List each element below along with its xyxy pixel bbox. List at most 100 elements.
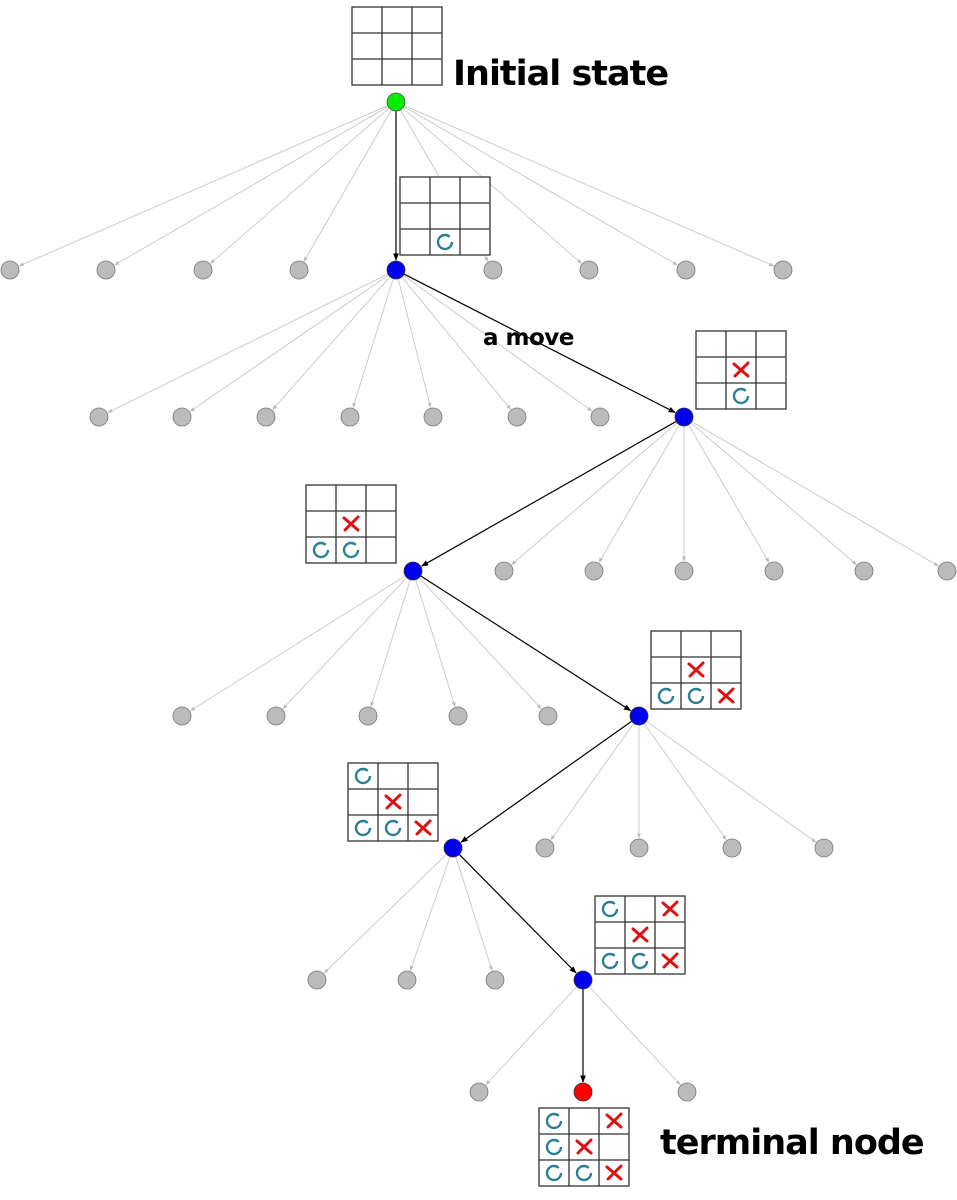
edge	[370, 579, 411, 707]
unexplored-node	[397, 970, 417, 990]
unexplored-node	[579, 260, 599, 280]
unexplored-node	[172, 407, 192, 427]
edge	[598, 424, 680, 563]
x-mark	[384, 793, 402, 810]
a-move-label: a move	[483, 325, 574, 351]
o-mark	[545, 1112, 563, 1130]
path-node	[386, 260, 406, 280]
board-level2	[695, 330, 787, 410]
unexplored-node	[722, 838, 742, 858]
unexplored-node	[340, 407, 360, 427]
o-mark	[601, 952, 619, 970]
o-mark	[545, 1164, 563, 1182]
unexplored-node	[507, 407, 527, 427]
o-mark	[575, 1164, 593, 1182]
edge	[401, 276, 512, 410]
edge	[282, 577, 408, 710]
x-mark	[605, 1112, 623, 1129]
o-mark	[657, 687, 675, 705]
unexplored-node	[448, 706, 468, 726]
edge	[352, 278, 394, 408]
x-mark	[342, 515, 360, 532]
unexplored-node	[584, 561, 604, 581]
edge	[210, 107, 390, 264]
edge	[107, 273, 389, 414]
x-mark	[661, 900, 679, 917]
o-mark	[354, 819, 372, 837]
edge	[303, 109, 392, 262]
unexplored-node	[0, 260, 20, 280]
edge	[272, 276, 391, 410]
edge	[688, 424, 770, 563]
unexplored-node	[676, 260, 696, 280]
x-mark	[717, 687, 735, 704]
path-node	[629, 706, 649, 726]
unexplored-node	[307, 970, 327, 990]
board-root	[351, 6, 443, 86]
edge	[415, 579, 456, 707]
unexplored-node	[677, 1082, 697, 1102]
board-level3	[305, 484, 397, 564]
path-node	[674, 407, 694, 427]
unexplored-node	[89, 407, 109, 427]
o-mark	[384, 819, 402, 837]
edges	[18, 105, 939, 1086]
x-mark	[661, 952, 679, 969]
edge	[402, 107, 582, 264]
x-mark	[631, 926, 649, 943]
edge	[190, 575, 406, 712]
o-mark	[312, 541, 330, 559]
edge	[588, 986, 681, 1086]
edge	[691, 421, 939, 567]
edge	[550, 723, 635, 841]
boards	[305, 6, 787, 1187]
edge	[18, 105, 388, 267]
unexplored-node	[266, 706, 286, 726]
unexplored-node	[674, 561, 694, 581]
o-mark	[732, 387, 750, 405]
o-mark	[687, 687, 705, 705]
edge	[114, 106, 389, 266]
x-mark	[414, 819, 432, 836]
edge	[323, 853, 447, 974]
terminal-node	[573, 1082, 593, 1102]
unexplored-node	[535, 838, 555, 858]
edge	[511, 422, 678, 565]
unexplored-node	[423, 407, 443, 427]
o-mark	[354, 767, 372, 785]
unexplored-node	[773, 260, 793, 280]
edge	[189, 274, 389, 412]
x-mark	[687, 661, 705, 678]
edge	[397, 278, 432, 408]
board-terminal	[538, 1107, 630, 1187]
board-level1	[399, 176, 491, 256]
unexplored-node	[289, 260, 309, 280]
unexplored-node	[193, 260, 213, 280]
edge	[409, 856, 451, 972]
move-edge	[460, 720, 633, 843]
unexplored-node	[358, 706, 378, 726]
edge	[403, 106, 678, 266]
unexplored-node	[256, 407, 276, 427]
unexplored-node	[172, 706, 192, 726]
board-level5	[347, 762, 439, 842]
o-mark	[601, 900, 619, 918]
unexplored-node	[485, 970, 505, 990]
x-mark	[605, 1164, 623, 1181]
x-mark	[732, 361, 750, 378]
path-node	[573, 970, 593, 990]
o-mark	[342, 541, 360, 559]
root-node	[386, 92, 406, 112]
move-edge	[403, 273, 676, 413]
edge	[643, 723, 727, 841]
o-mark	[631, 952, 649, 970]
x-mark	[575, 1138, 593, 1155]
board-level6	[594, 895, 686, 975]
path-node	[403, 561, 423, 581]
nodes	[0, 92, 957, 1102]
unexplored-node	[590, 407, 610, 427]
edge	[418, 577, 542, 710]
initial-state-label: Initial state	[453, 54, 669, 94]
unexplored-node	[494, 561, 514, 581]
terminal-node-label: terminal node	[660, 1123, 925, 1163]
